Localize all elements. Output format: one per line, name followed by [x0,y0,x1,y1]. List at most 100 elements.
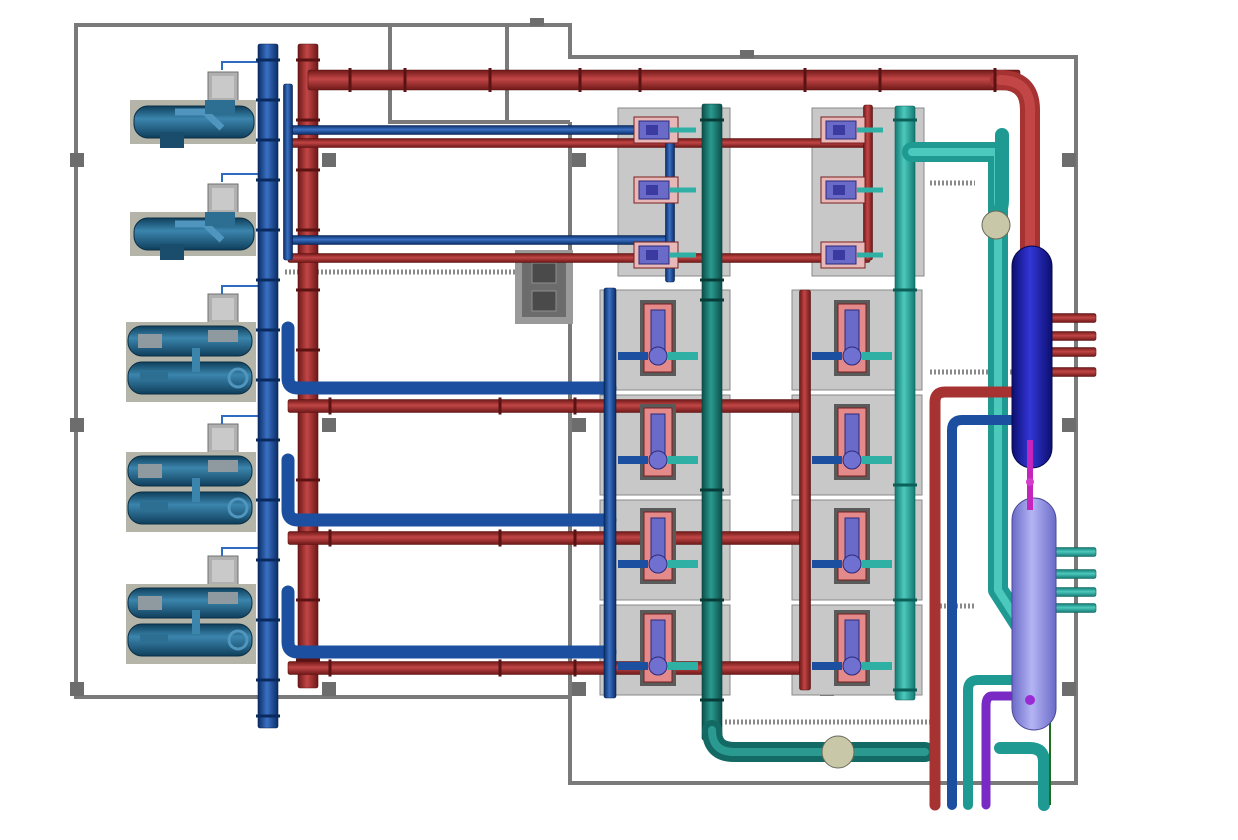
pipe-flange [878,68,882,92]
pipe-flange [256,138,280,142]
pipe-flange [296,228,320,232]
pipe-flange [498,397,502,415]
blue-riser-down [947,415,1035,810]
pump-volute [648,346,668,366]
pipe-flange [256,228,280,232]
pump-casing [646,125,658,135]
purple-valve [1025,695,1035,705]
cold-water-separator [1011,497,1057,731]
pipe-flange [296,348,320,352]
teal-main-left [701,103,723,741]
structural-columns [70,18,1076,696]
chiller-nozzle [227,367,249,389]
pump-casing [833,185,845,195]
pipe-flange [256,328,280,332]
pipe-flange [993,68,997,92]
pump-volute [842,346,862,366]
pipe-flange [488,68,492,92]
cw-branch-row1 [287,138,871,148]
chiller-support [140,502,168,510]
chw-branch-lower [281,585,617,659]
pipe-flange [700,698,724,702]
pipe-flange [256,178,280,182]
chiller-control-face [212,428,234,450]
pipe-flange [296,118,320,122]
pipe-flange [498,659,502,677]
pipe-flange [256,714,280,718]
pipe-flange [256,618,280,622]
strainer-bottom [821,735,855,769]
condenser-riser-highlight [995,75,1035,267]
pipe-flange [296,288,320,292]
pipe-flange [256,278,280,282]
chiller-stub-line [221,547,268,556]
pipe-flange [296,478,320,482]
chiller-nozzle [227,629,249,651]
pump-volute [842,450,862,470]
pipe-flange [256,378,280,382]
pipe-flange [328,529,332,547]
pipe-flange [256,438,280,442]
cw-branch-lower [287,399,806,413]
chiller-control-face [212,298,234,320]
chiller-control-face [212,188,234,210]
cw-branch-lower [287,531,806,545]
pipe-flange [348,68,352,92]
cyan-outlet [994,742,1050,811]
pump-casing [646,250,658,260]
purple-riser-down [981,691,1037,810]
chiller-nameplate [138,596,162,610]
pipe-flange [893,483,917,487]
chiller-connector [192,348,200,372]
pipe-flange [893,288,917,292]
pump-casing [646,185,658,195]
pump-volute [842,554,862,574]
chw-branch-lower [281,453,617,527]
chilled-water-main-header [257,43,279,729]
pipe-flange [700,298,724,302]
chw-branch-row2 [287,235,671,245]
cw-branch-row2 [287,253,871,263]
pipe-flange [578,68,582,92]
pipe-flange [328,659,332,677]
pump-casing [833,250,845,260]
pump-volute [842,656,862,676]
chiller-stub-line [221,285,268,294]
pipe-flange [700,278,724,282]
pipe-flange [700,598,724,602]
hot-water-separator [1011,245,1053,469]
condenser-water-main-header [297,43,319,689]
pipe-flange [296,658,320,662]
chiller-stub-line [221,173,268,182]
chiller-top-box [205,100,235,114]
pipe-flange [296,58,320,62]
pipe-flange [498,529,502,547]
pipe-flange [700,118,724,122]
red-riser-down [929,386,1036,811]
vessels [821,210,1057,769]
chiller-shell-lower [127,491,253,525]
chiller-control-face [212,76,234,98]
chiller-connector [192,610,200,634]
cw-branch-lower [287,661,806,675]
chiller-compressor [160,132,184,148]
chiller-nameplate [208,460,238,472]
pump-volute [648,450,668,470]
chiller-shell-lower [127,361,253,395]
pipe-flange [296,598,320,602]
pump-volute [648,656,668,676]
pump-volute [648,554,668,574]
pipe-flange [403,68,407,92]
chw-branch-lower [281,321,617,395]
chw-small-riser [283,83,293,261]
chiller-control-face [212,560,234,582]
chiller-top-box [205,212,235,226]
pipe-flange [700,488,724,492]
chiller-stub-line [221,61,268,70]
pipe-flange [256,98,280,102]
pump-casing [833,125,845,135]
chiller-nameplate [208,592,238,604]
condenser-supply-top-run [307,69,1021,91]
